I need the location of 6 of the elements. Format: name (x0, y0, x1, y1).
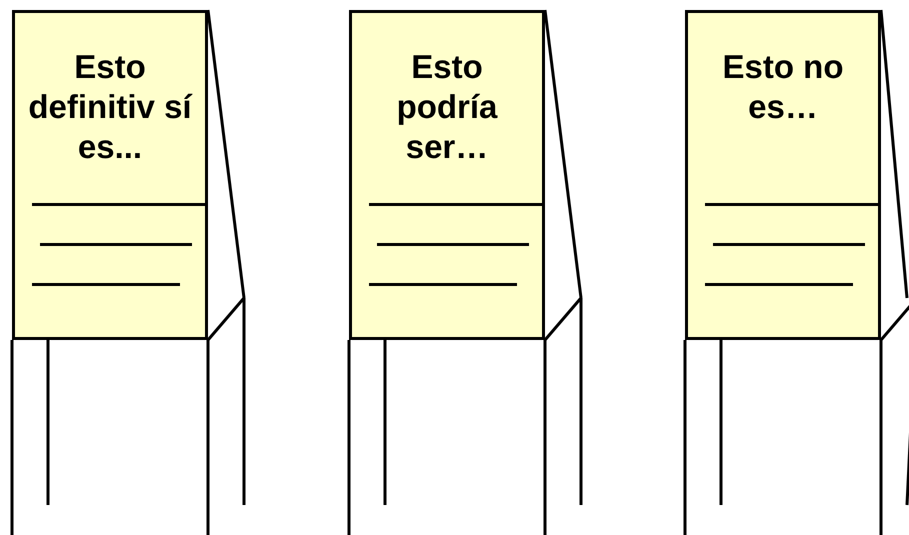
chart-board (685, 10, 881, 340)
chart-board (349, 10, 545, 340)
board-heading: Esto definitiv sí es... (27, 47, 194, 167)
board-heading: Esto podría ser… (396, 47, 498, 167)
chart-board (12, 10, 208, 340)
board-heading: Esto no es… (722, 47, 844, 127)
